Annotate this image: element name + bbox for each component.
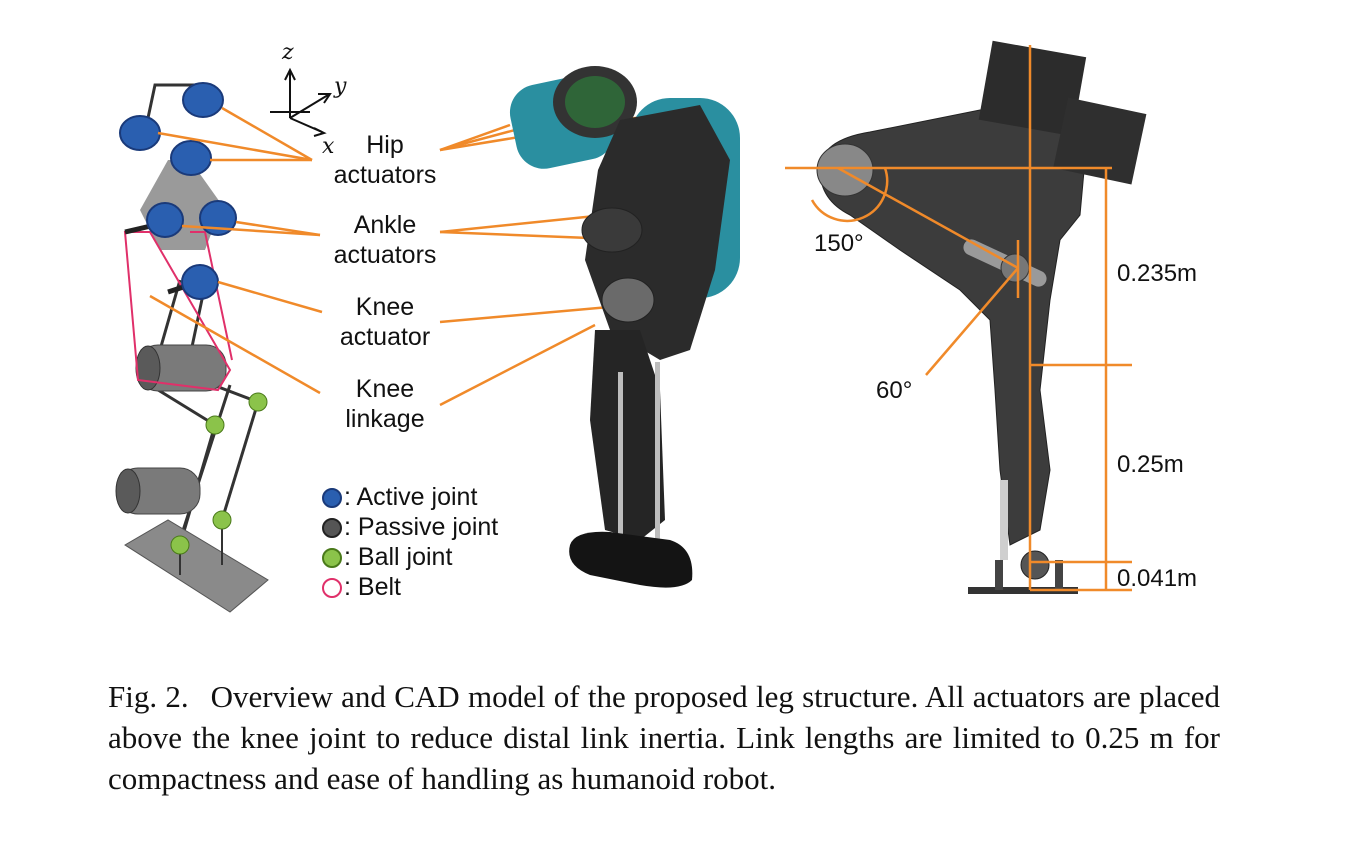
caption-text: Overview and CAD model of the proposed l… bbox=[108, 679, 1221, 796]
belt-swatch bbox=[322, 578, 342, 598]
legend-label: : Ball joint bbox=[344, 543, 453, 571]
knee-actuator-label: Knee actuator bbox=[322, 292, 448, 352]
legend-label: : Belt bbox=[344, 573, 401, 601]
passive-joint-swatch bbox=[322, 518, 342, 538]
knee-linkage-line2: linkage bbox=[345, 405, 425, 433]
hip-actuators-label: Hip actuators bbox=[322, 130, 448, 190]
dimension-lines bbox=[785, 45, 1132, 592]
active-joint-swatch bbox=[322, 488, 342, 508]
cad-leg bbox=[509, 66, 740, 588]
hip-label-line1: Hip bbox=[366, 131, 404, 159]
knee-linkage-label: Knee linkage bbox=[322, 374, 448, 434]
legend-label: : Active joint bbox=[344, 483, 478, 511]
hip-label-line2: actuators bbox=[333, 161, 437, 189]
ankle-label-line2: actuators bbox=[333, 241, 437, 269]
legend-belt: : Belt bbox=[322, 572, 401, 602]
figure-caption: Fig. 2.Overview and CAD model of the pro… bbox=[108, 676, 1220, 799]
dim-0041-label: 0.041m bbox=[1117, 565, 1198, 592]
cad-side-view bbox=[816, 40, 1147, 594]
angle-150-label: 150° bbox=[814, 230, 864, 257]
figure-number: Fig. 2. bbox=[108, 679, 189, 714]
legend-label: : Passive joint bbox=[344, 513, 499, 541]
ankle-actuators-label: Ankle actuators bbox=[322, 210, 448, 270]
coordinate-axes bbox=[270, 67, 332, 137]
axis-z-label: z bbox=[282, 40, 294, 65]
legend-passive-joint: : Passive joint bbox=[322, 512, 498, 542]
knee-linkage-line1: Knee bbox=[355, 375, 415, 403]
legend-ball-joint: : Ball joint bbox=[322, 542, 452, 572]
ankle-label-line1: Ankle bbox=[353, 211, 417, 239]
schematic-leg bbox=[115, 82, 269, 613]
axis-x-label: x bbox=[322, 134, 335, 159]
dim-0235-label: 0.235m bbox=[1117, 260, 1198, 287]
ball-joint-swatch bbox=[322, 548, 342, 568]
figure-graphics bbox=[115, 40, 1147, 613]
knee-actuator-line2: actuator bbox=[339, 323, 431, 351]
dim-025-label: 0.25m bbox=[1117, 451, 1184, 478]
axis-y-label: y bbox=[334, 74, 347, 99]
knee-actuator-line1: Knee bbox=[355, 293, 415, 321]
figure: z y x Hip actuators Ankle actuators Knee… bbox=[115, 40, 1198, 613]
angle-60-label: 60° bbox=[876, 377, 913, 404]
legend-active-joint: : Active joint bbox=[322, 482, 477, 512]
